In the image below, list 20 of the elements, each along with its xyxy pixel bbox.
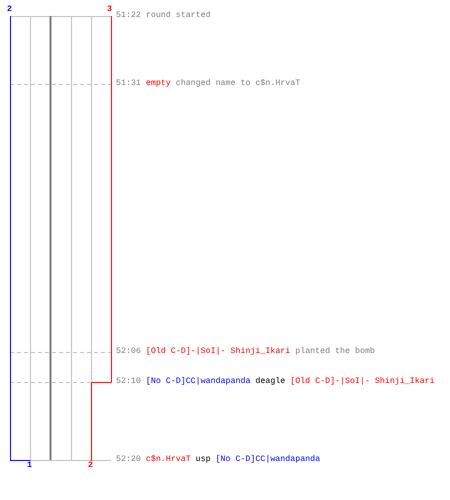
weapon-name: deagle — [255, 377, 286, 387]
timestamp: 51:22 — [116, 11, 141, 21]
timestamp: 51:31 — [116, 79, 141, 89]
axis-number: 2 — [7, 5, 12, 15]
event-text: planted the bomb — [295, 347, 375, 357]
event-text: changed name to c$n.HrvaT — [176, 79, 300, 89]
event-text: round started — [146, 11, 211, 21]
timestamp: 52:10 — [116, 377, 141, 387]
timestamp: 52:20 — [116, 455, 141, 465]
axis-number: 3 — [107, 5, 112, 15]
weapon-name: usp — [196, 455, 211, 465]
axis-number: 1 — [27, 461, 32, 471]
player-name: empty — [146, 79, 171, 89]
player-name: [No C-D]CC|wandapanda — [216, 455, 320, 465]
timestamp: 52:06 — [116, 347, 141, 357]
player-name: [No C-D]CC|wandapanda — [146, 377, 250, 387]
player-name: c$n.HrvaT — [146, 455, 191, 465]
player-name: [Old C-D]-|SoI|- Shinji_Ikari — [146, 347, 290, 357]
player-name: [Old C-D]-|SoI|- Shinji_Ikari — [290, 377, 435, 387]
axis-number: 2 — [88, 461, 93, 471]
